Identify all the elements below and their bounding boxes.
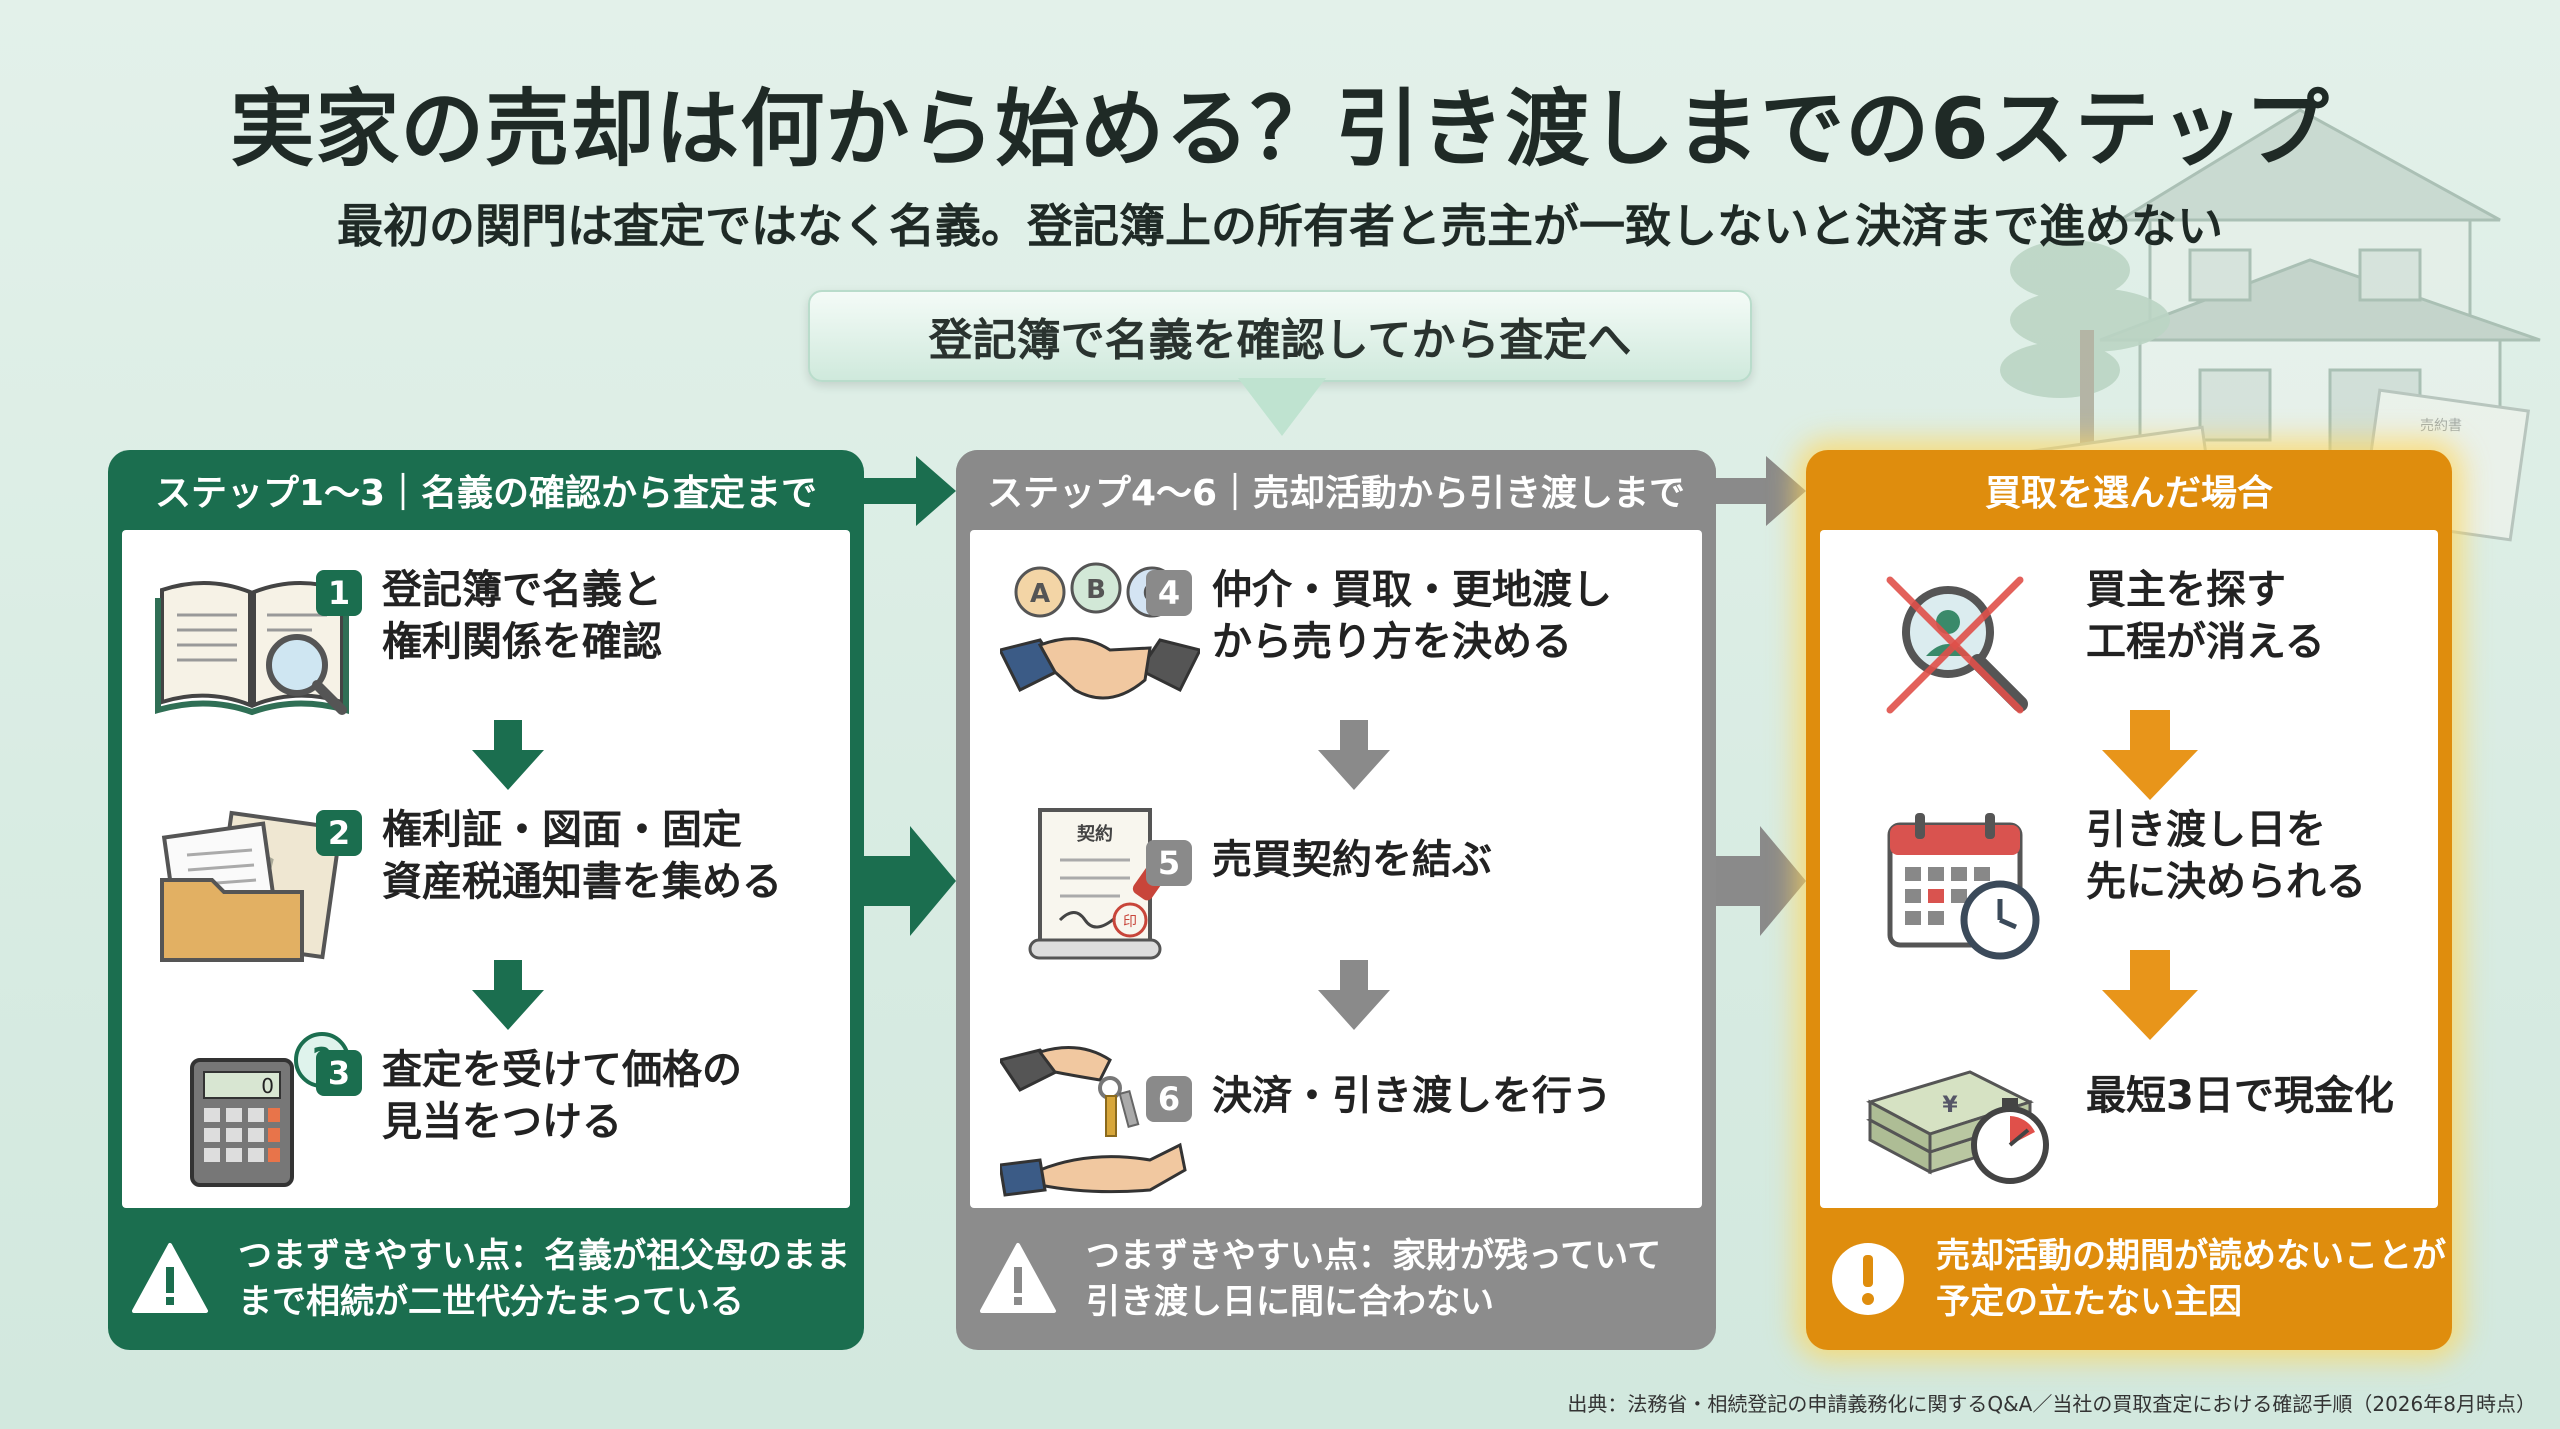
exclamation-icon: [1832, 1243, 1904, 1315]
panel-buyout-case: 買取を選んだ場合 買主を探す 工程が消える: [1806, 450, 2452, 1350]
buyout-point-2: 引き渡し日を 先に決められる: [2086, 804, 2366, 908]
panel-header: ステップ4〜6｜売却活動から引き渡しまで: [956, 450, 1716, 530]
top-banner: 登記簿で名義を確認してから査定へ: [808, 290, 1752, 382]
step-number: 2: [316, 810, 362, 856]
step-text-line1: 売買契約を結ぶ: [1212, 837, 1492, 883]
point-text-line1: 買主を探す: [2086, 567, 2286, 613]
step-1: 1 登記簿で名義と権利関係を確認: [316, 564, 662, 668]
panel-steps-1-3: ステップ1〜3｜名義の確認から査定まで 1 登記簿で名義と権利関係を確認: [108, 450, 864, 1350]
step-text-line2: 権利関係を確認: [382, 619, 662, 665]
footer-line1: つまずきやすい点：家財が残っていて: [1086, 1236, 1662, 1276]
panel-footer: つまずきやすい点：名義が祖父母のまままで相続が二世代分たまっている: [108, 1208, 864, 1350]
point-text-line1: 最短3日で現金化: [2086, 1073, 2394, 1119]
calendar-clock-icon: [1887, 813, 2040, 960]
down-arrow-icon: [1318, 960, 1390, 1030]
panel-header: 買取を選んだ場合: [1984, 473, 2273, 514]
bg-doc-label-2: 売約書: [2420, 418, 2462, 434]
point-text-line1: 引き渡し日を: [2086, 807, 2326, 853]
step-text-line2: 資産税通知書を集める: [382, 859, 782, 905]
step-text-line1: 査定を受けて価格の: [382, 1047, 742, 1093]
footer-line2: 予定の立たない主因: [1936, 1282, 2242, 1322]
buyout-point-1: 買主を探す 工程が消える: [2086, 564, 2325, 668]
cash-symbol: ¥: [1942, 1093, 1958, 1118]
step-number: 4: [1146, 570, 1192, 616]
calculator-display: 0: [261, 1074, 274, 1098]
seal-label: 印: [1123, 914, 1137, 930]
bubble-a: A: [1030, 579, 1050, 609]
banner-down-arrow-icon: [1238, 378, 1326, 436]
bubble-b: B: [1086, 575, 1106, 605]
contract-label: 契約: [1076, 823, 1113, 845]
point-text-line2: 先に決められる: [2086, 859, 2366, 905]
contract-seal-icon: 契約 印: [1028, 808, 1170, 960]
right-arrow-large-icon: [864, 826, 956, 936]
no-buyer-search-icon: [1886, 576, 2028, 714]
panel-header: ステップ1〜3｜名義の確認から査定まで: [154, 473, 818, 514]
down-arrow-icon: [472, 960, 544, 1030]
step-text-line2: 見当をつける: [382, 1099, 622, 1145]
buyout-point-3: 最短3日で現金化: [2086, 1070, 2394, 1122]
page-title: 実家の売却は何から始める？引き渡しまでの6ステップ: [230, 80, 2330, 178]
step-text-line1: 登記簿で名義と: [382, 567, 662, 613]
right-arrow-icon: [864, 456, 956, 526]
step-3: 3 査定を受けて価格の見当をつける: [316, 1044, 742, 1148]
down-arrow-icon: [1318, 720, 1390, 790]
step-text-line2: から売り方を決める: [1212, 619, 1572, 665]
warning-icon: [980, 1243, 1056, 1313]
panel-steps-4-6: ステップ4〜6｜売却活動から引き渡しまで A B C 4 仲介・買取・更地渡しか…: [956, 450, 1716, 1350]
step-2: 2 権利証・図面・固定資産税通知書を集める: [316, 804, 782, 908]
footer-line1: つまずきやすい点：名義が祖父母のまま: [238, 1236, 850, 1276]
step-6: 6 決済・引き渡しを行う: [1146, 1070, 1612, 1122]
step-number: 6: [1146, 1076, 1192, 1122]
footer-line2: まで相続が二世代分たまっている: [238, 1282, 744, 1322]
documents-folder-icon: [160, 810, 343, 962]
step-number: 5: [1146, 840, 1192, 886]
step-text-line1: 権利証・図面・固定: [382, 807, 742, 853]
step-number: 3: [316, 1050, 362, 1096]
panel-footer: つまずきやすい点：家財が残っていて引き渡し日に間に合わない: [956, 1208, 1716, 1350]
step-text-line1: 仲介・買取・更地渡し: [1212, 567, 1612, 613]
down-arrow-icon: [472, 720, 544, 790]
key-handover-icon: [1000, 1046, 1187, 1197]
step-text-line1: 決済・引き渡しを行う: [1212, 1073, 1612, 1119]
panel-body: 買主を探す 工程が消える 引き渡し日を 先に決められる: [1820, 530, 2438, 1208]
warning-icon: [132, 1243, 208, 1313]
down-arrow-orange-icon: [2102, 710, 2198, 800]
cash-stopwatch-icon: ¥: [1866, 1070, 2049, 1184]
step-4: 4 仲介・買取・更地渡しから売り方を決める: [1146, 564, 1612, 668]
source-note: 出典：法務省・相続登記の申請義務化に関するQ&A／当社の買取査定における確認手順…: [1567, 1392, 2536, 1416]
panel-footer: 売却活動の期間が読めないことが予定の立たない主因: [1806, 1208, 2452, 1350]
step-number: 1: [316, 570, 362, 616]
right-arrow-gray-large-icon: [1716, 826, 1806, 936]
right-arrow-gray-icon: [1716, 456, 1806, 526]
point-text-line2: 工程が消える: [2086, 619, 2325, 665]
footer-line1: 売却活動の期間が読めないことが: [1936, 1236, 2446, 1276]
step-5: 5 売買契約を結ぶ: [1146, 834, 1492, 886]
footer-line2: 引き渡し日に間に合わない: [1086, 1282, 1494, 1322]
panel-body: 1 登記簿で名義と権利関係を確認 2 権利証・図面・固定資産税通知書を集める 0: [122, 530, 850, 1208]
page-subtitle: 最初の関門は査定ではなく名義。登記簿上の所有者と売主が一致しないと決済まで進めな…: [337, 199, 2223, 253]
down-arrow-orange-icon: [2102, 950, 2198, 1040]
